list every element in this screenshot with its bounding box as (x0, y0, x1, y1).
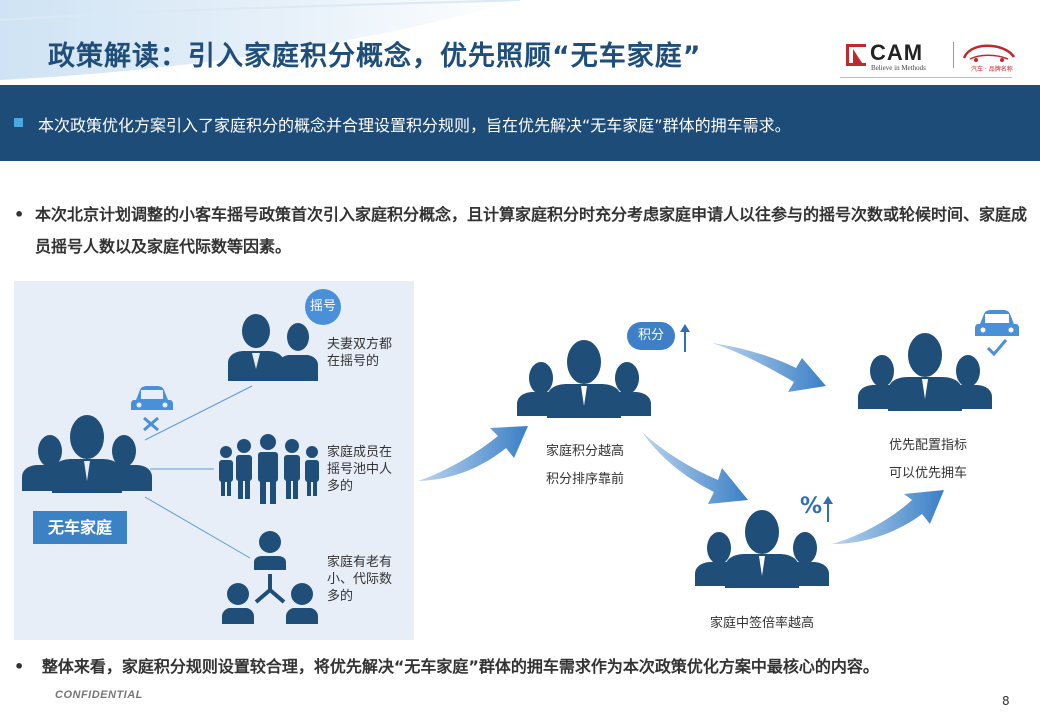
car-check-icon (975, 310, 1019, 357)
no-car-icon (131, 386, 173, 432)
confidential-mark: CONFIDENTIAL (55, 689, 143, 701)
bullet-dot: • (14, 657, 25, 676)
arrow-to-step2 (642, 432, 748, 504)
banner-bullet-square (14, 118, 23, 127)
arrow-to-step3 (712, 343, 826, 392)
conclusion-bullet-text: 整体来看，家庭积分规则设置较合理，将优先解决“无车家庭”群体的拥车需求作为本次政… (41, 657, 879, 676)
couple-icon (228, 314, 318, 381)
factor-generations-label: 家庭有老有 小、代际数 多的 (327, 554, 392, 605)
factor-members-line3: 多的 (327, 479, 354, 494)
step1-family-icon (517, 340, 651, 418)
factor-generations-line2: 小、代际数 (327, 572, 393, 587)
step1-line2: 积分排序靠前 (545, 472, 624, 487)
logo-divider (953, 42, 954, 68)
factor-generations-line3: 多的 (327, 589, 354, 604)
step2-family-icon (695, 510, 829, 588)
factor-generations-line1: 家庭有老有 (327, 555, 393, 570)
car-brand-logo-icon (962, 44, 1016, 62)
step3-family-icon (858, 333, 992, 411)
no-car-family-label: 无车家庭 (33, 511, 127, 544)
cam-logo-mark (846, 44, 866, 66)
generations-icon (222, 531, 318, 624)
arrow-to-step3-from-step2 (832, 490, 944, 544)
factor-members-line2: 摇号池中人 (327, 462, 393, 477)
conclusion-bullet: • 整体来看，家庭积分规则设置较合理，将优先解决“无车家庭”群体的拥车需求作为本… (14, 653, 1034, 677)
page-title: 政策解读：引入家庭积分概念，优先照顾“无车家庭” (48, 41, 702, 72)
header-background (0, 0, 521, 80)
factor-members-label: 家庭成员在 摇号池中人 多的 (327, 444, 392, 495)
step3-label: 优先配置指标 可以优先拥车 (870, 432, 986, 488)
factor-members-line1: 家庭成员在 (327, 445, 393, 460)
family-group-icon (22, 415, 152, 493)
step3-line1: 优先配置指标 (888, 438, 967, 453)
car-brand-logo-text: 汽车 · 品牌名称 (971, 66, 1013, 73)
factor-couple-line1: 夫妻双方都 (327, 337, 393, 352)
banner-text: 本次政策优化方案引入了家庭积分的概念并合理设置积分规则，旨在优先解决“无车家庭”… (38, 116, 791, 135)
step1-label: 家庭积分越高 积分排序靠前 (530, 438, 640, 494)
intro-bullet: • 本次北京计划调整的小客车摇号政策首次引入家庭积分概念，且计算家庭积分时充分考… (14, 199, 1034, 263)
logo-area: CAM Believe in Methods 汽车 · 品牌名称 (840, 40, 1030, 80)
points-tag: 积分 (627, 322, 675, 350)
bullet-dot: • (14, 205, 25, 224)
page-number: 8 (1002, 694, 1010, 708)
step2-label: 家庭中签倍率越高 (709, 616, 814, 631)
rate-up-arrow-icon (823, 496, 833, 522)
cam-logo-text: CAM (870, 40, 924, 65)
intro-bullet-text: 本次北京计划调整的小客车摇号政策首次引入家庭积分概念，且计算家庭积分时充分考虑家… (35, 205, 1028, 256)
arrow-to-step1 (418, 426, 528, 481)
points-up-arrow-icon (680, 324, 690, 352)
percent-icon: % (800, 494, 823, 519)
summary-banner (0, 85, 1040, 161)
family-members-icon (219, 434, 319, 504)
step3-line2: 可以优先拥车 (888, 466, 967, 481)
title-rule (840, 77, 1012, 78)
cam-logo-tagline: Believe in Methods (871, 64, 926, 72)
lottery-tag: 摇号 (305, 289, 341, 325)
factor-couple-label: 夫妻双方都 在摇号的 (327, 336, 392, 370)
step1-line1: 家庭积分越高 (545, 444, 624, 459)
factor-couple-line2: 在摇号的 (327, 354, 380, 369)
